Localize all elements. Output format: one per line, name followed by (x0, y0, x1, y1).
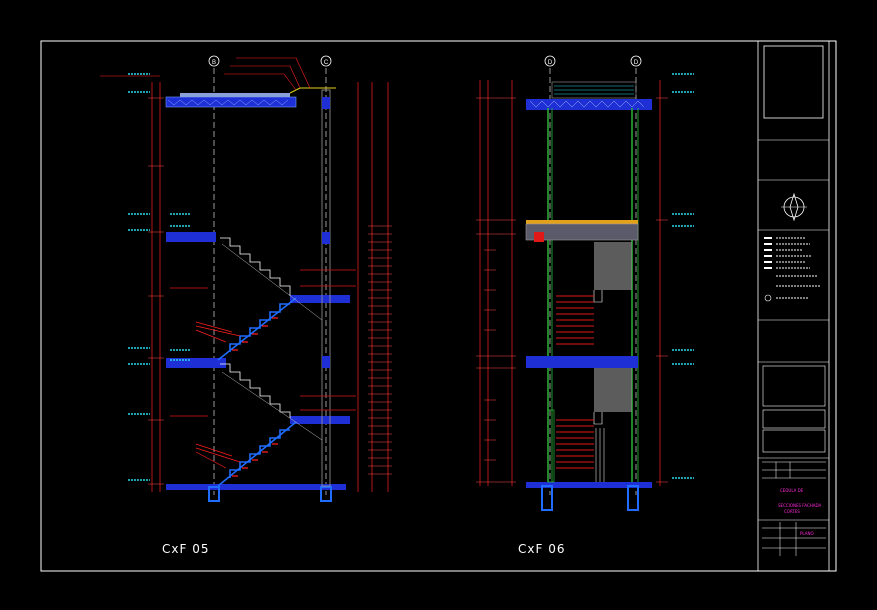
title-block-frame (757, 40, 830, 572)
slab-level-3 (166, 358, 226, 368)
dim-ticks-left (148, 97, 164, 485)
tb-box-1 (762, 365, 826, 407)
footing-right-2 (627, 485, 639, 511)
title-magenta-2: SECCIONES FACHADA (778, 503, 821, 508)
skylight-frame (551, 81, 637, 99)
grid-bubble-c (320, 55, 332, 67)
column-c-beam-3 (322, 97, 330, 109)
column-c-beam-2 (322, 356, 330, 368)
section-label-cxf-05: CxF 05 (162, 542, 210, 556)
stair-treads-upper (556, 295, 594, 345)
roof-slab-right (526, 99, 652, 110)
column-c-beam-1 (322, 232, 330, 244)
dim-ticks-section-b (476, 97, 668, 483)
wall-hatch-upper (594, 242, 632, 290)
slab-right-level-2-red (534, 232, 544, 242)
wall-hatch-lower (594, 368, 632, 412)
footing-right (320, 486, 332, 502)
section-label-cxf-06: CxF 06 (518, 542, 566, 556)
level-markers-right (672, 73, 694, 479)
section-cxf-06: D D (476, 55, 694, 511)
tb-box-2 (762, 409, 826, 429)
legend-swatches (764, 237, 772, 269)
grid-bubble-b (208, 55, 220, 67)
stair-rail-lower (547, 409, 555, 483)
leader-lines-stair (195, 321, 241, 469)
grid-letter-d1: D (548, 60, 553, 66)
legend-block (764, 237, 820, 302)
stair-flight-upper-b (220, 363, 291, 418)
section-cxf-05: B C (100, 55, 392, 502)
slab-right-level-2 (525, 223, 639, 241)
red-dim-horizontal (170, 269, 356, 417)
slab-right-ground (526, 482, 652, 488)
column-c (321, 89, 331, 487)
stair-red-nosing (232, 317, 278, 477)
tb-grid-cells (762, 461, 826, 479)
skylight-lines (554, 85, 634, 95)
stair-flight-lower-a (217, 297, 297, 361)
roof-finish (180, 93, 290, 97)
stair-rail-vertical (595, 428, 605, 482)
footing-right-1 (541, 485, 553, 511)
dim-ticks-right (368, 225, 392, 475)
slab-level-2 (166, 232, 216, 242)
grid-letter-b: B (212, 60, 216, 66)
slab-right-level-2-top (526, 220, 638, 224)
legend-symbol-icon (764, 294, 772, 302)
stair-flight-lower-b (217, 421, 297, 487)
footing-left (208, 486, 220, 502)
legend-text-lines (776, 237, 820, 299)
logo-box (763, 45, 824, 119)
north-arrow-icon (781, 192, 807, 222)
landing-1 (290, 295, 350, 303)
stair-diag-lines (221, 243, 323, 441)
tb-box-3 (762, 429, 826, 453)
roof-parapet (289, 87, 336, 94)
roof-slab (165, 96, 297, 108)
grid-bubble-d1 (544, 55, 556, 67)
title-magenta-3: CORTES (784, 509, 800, 514)
grid-letter-c: C (324, 60, 329, 66)
slab-right-level-3 (526, 356, 638, 368)
landing-2 (290, 416, 350, 424)
ground-slab (166, 484, 346, 490)
roof-slab-hatch (167, 99, 289, 106)
tb-bottom-cells (762, 522, 826, 556)
leader-lines-top (100, 57, 311, 91)
title-block: CEDULA DE SECCIONES FACHADA CORTES PLANO (757, 40, 837, 572)
grid-letter-d2: D (634, 60, 639, 66)
stair-flight-upper-a (220, 237, 291, 296)
title-magenta-1: CEDULA DE (780, 488, 804, 493)
roof-slab-right-hatch (529, 100, 645, 108)
title-stamp: PLANO (800, 531, 814, 536)
level-markers-left (128, 73, 190, 481)
grid-bubble-d2 (630, 55, 642, 67)
stair-treads-lower (556, 419, 594, 469)
